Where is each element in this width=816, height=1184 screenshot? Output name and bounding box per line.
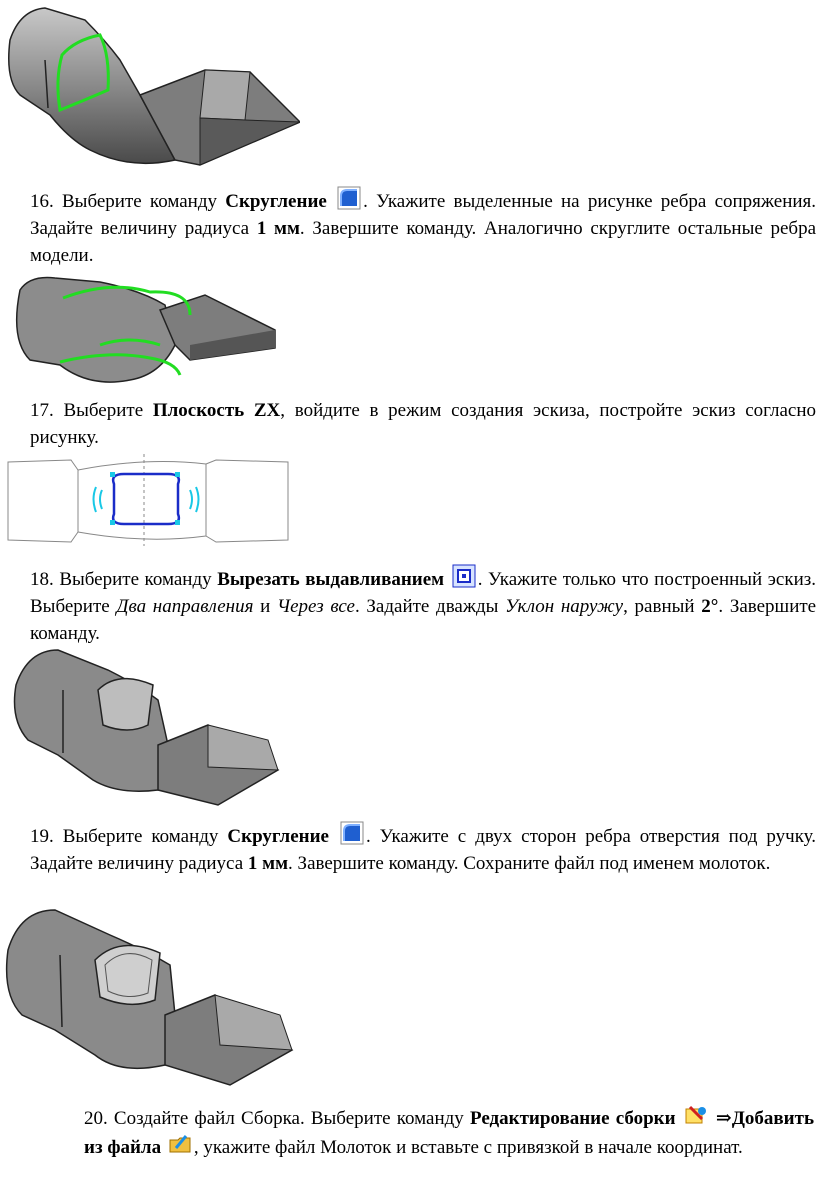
figure-hammer-edges-1 bbox=[0, 0, 302, 178]
step-19: 19. Выберите команду Скругление . Укажит… bbox=[30, 821, 816, 877]
radius-value: 1 мм bbox=[256, 218, 300, 239]
figure-hammer-hole bbox=[8, 645, 308, 815]
command-name-2: Добавить из файла bbox=[84, 1108, 815, 1158]
add-from-file-icon bbox=[168, 1132, 192, 1156]
step-number: 16. bbox=[30, 191, 54, 212]
plane-name: Плоскость ZX bbox=[152, 400, 281, 421]
command-name: Вырезать выдавливанием bbox=[217, 569, 445, 590]
command-name: Скругление bbox=[227, 826, 329, 847]
step-number: 19. bbox=[30, 826, 54, 847]
fillet-icon bbox=[337, 186, 361, 210]
command-name: Скругление bbox=[225, 191, 327, 212]
step-17: 17. Выберите Плоскость ZX, войдите в реж… bbox=[30, 400, 816, 448]
step-16: 16. Выберите команду Скругление . Укажит… bbox=[30, 186, 816, 269]
cut-extrude-icon bbox=[452, 564, 476, 588]
command-name: Редактирование сборки bbox=[469, 1108, 676, 1129]
edit-assembly-icon bbox=[684, 1103, 708, 1127]
figure-hammer-filleted bbox=[0, 905, 300, 1095]
step-number: 20. bbox=[84, 1108, 108, 1129]
radius-value: 1 мм bbox=[247, 853, 289, 874]
angle-value: 2° bbox=[701, 596, 719, 617]
step-20: 20. Создайте файл Сборка. Выберите коман… bbox=[84, 1103, 814, 1161]
figure-sketch bbox=[6, 452, 291, 548]
step-18: 18. Выберите команду Вырезать выдавливан… bbox=[30, 564, 816, 647]
fillet-icon bbox=[340, 821, 364, 845]
figure-hammer-edges-2 bbox=[0, 270, 290, 395]
step-number: 18. bbox=[30, 569, 54, 590]
step-number: 17. bbox=[30, 400, 54, 421]
